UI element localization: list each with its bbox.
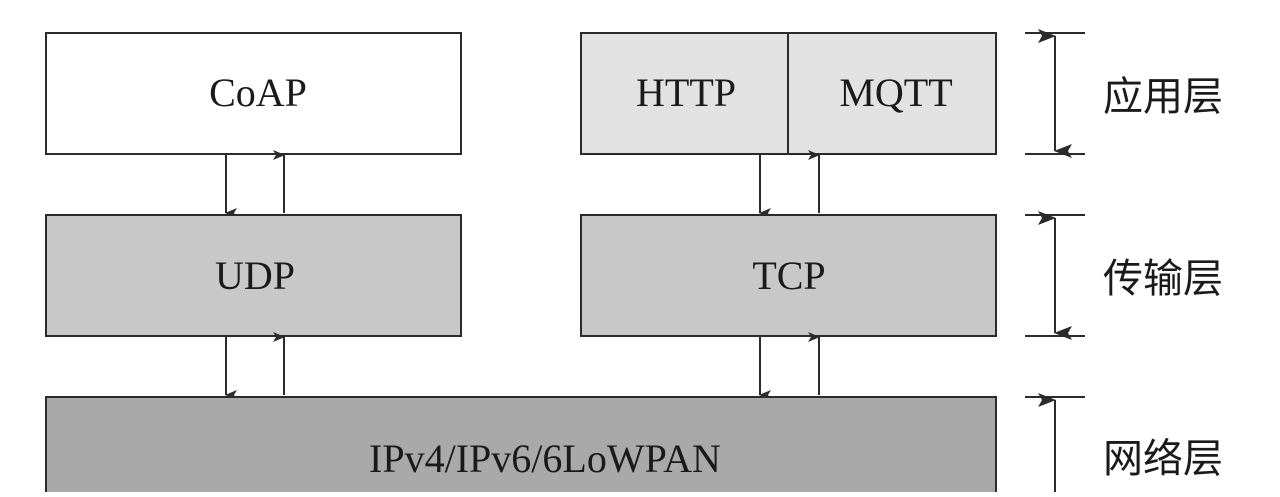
udp-label: UDP xyxy=(215,253,295,298)
coap-box: CoAP xyxy=(45,32,462,155)
http-label: HTTP xyxy=(636,70,736,115)
tcp-box: TCP xyxy=(580,214,997,337)
app-transport-arrows xyxy=(225,150,820,218)
layer-brackets xyxy=(1025,29,1085,497)
transport-layer-label: 传输层 xyxy=(1103,256,1223,301)
transport-network-arrows xyxy=(225,332,820,400)
network-box: IPv4/IPv6/6LoWPAN xyxy=(45,396,997,497)
network-label: IPv4/IPv6/6LoWPAN xyxy=(369,436,721,481)
network-layer-label: 网络层 xyxy=(1103,436,1223,481)
mqtt-label: MQTT xyxy=(839,70,952,115)
tcp-label: TCP xyxy=(752,253,825,298)
application-layer-label: 应用层 xyxy=(1103,74,1223,119)
http-mqtt-box: HTTP MQTT xyxy=(580,32,997,155)
coap-label: CoAP xyxy=(209,70,307,115)
udp-box: UDP xyxy=(45,214,462,337)
